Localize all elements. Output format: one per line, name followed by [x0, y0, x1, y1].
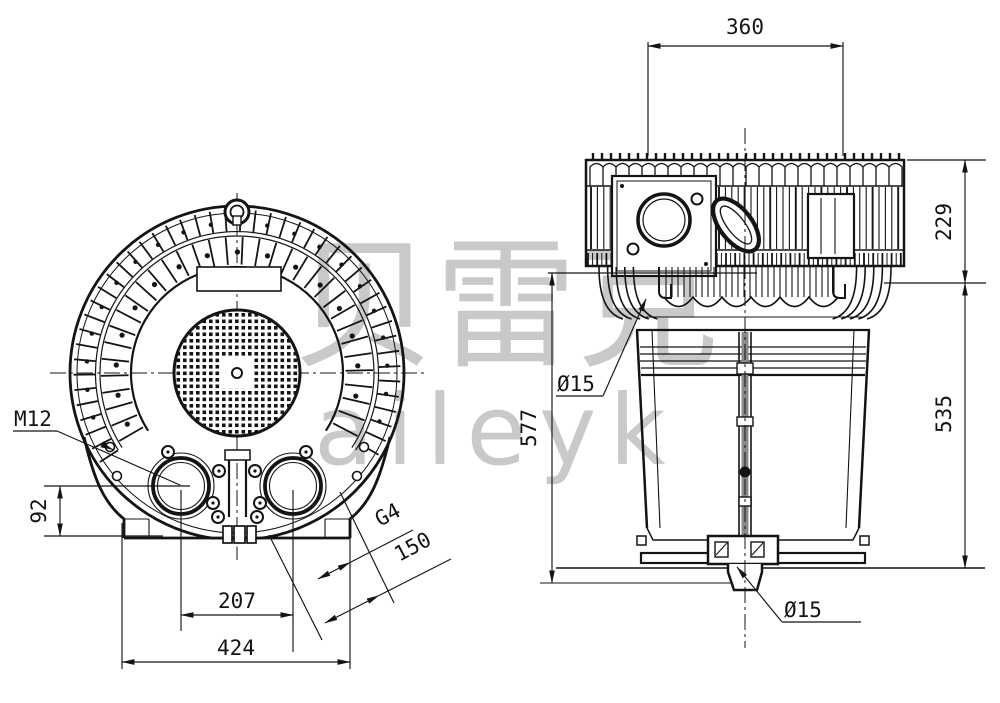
dim-label-port-center-to-base: 92 — [27, 498, 51, 523]
leader-foot-hole: Ø15 — [736, 566, 861, 623]
leader-m12: M12 — [13, 407, 181, 486]
dim-229: 229 — [884, 159, 986, 284]
dim-label-total-height: 577 — [517, 409, 541, 447]
dim-label-fan-housing-height: 229 — [932, 203, 956, 241]
nameplate — [196, 266, 282, 292]
dim-207: 207 — [180, 490, 294, 652]
dim-label-top-width: 360 — [726, 15, 764, 39]
boss — [111, 470, 123, 482]
dim-label-body-height: 535 — [932, 395, 956, 433]
dim-label-flange-hole: Ø15 — [557, 372, 595, 396]
body-left-edge — [635, 329, 649, 529]
side-view — [540, 128, 985, 648]
dim-label-overall-width: 424 — [217, 636, 255, 660]
fan-guard-fins — [73, 209, 401, 463]
foot-block — [706, 534, 780, 566]
dim-577: 577 — [517, 272, 757, 584]
leader-flange-hole: Ø15 — [556, 298, 647, 397]
housing-right-edge — [348, 436, 392, 538]
dim-424: 424 — [121, 519, 351, 669]
inlet-flange-plate — [610, 174, 718, 278]
boss — [351, 470, 363, 482]
dim-label-port-spacing: 207 — [218, 589, 256, 613]
flange-bolt — [690, 192, 704, 206]
flange-bolts — [161, 445, 313, 524]
housing-left-edge — [82, 436, 126, 538]
center-bracket — [224, 449, 251, 461]
boss — [358, 441, 370, 453]
body-right-edge — [857, 329, 871, 529]
flange-bolt — [626, 242, 640, 256]
housing-skirt-fins — [598, 266, 892, 320]
dim-label-eyebolt-thread: M12 — [14, 407, 52, 431]
watermark-latin-text: aileyk — [314, 374, 679, 487]
dim-label-foot-hole: Ø15 — [784, 598, 822, 622]
shaft-center — [231, 367, 243, 379]
kidney-slot — [711, 196, 761, 254]
terminal-box — [806, 192, 856, 260]
front-view — [50, 193, 424, 562]
dim-535: 535 — [932, 282, 968, 569]
dim-label-port-thread: G4 — [371, 498, 405, 531]
dim-92: 92 — [27, 485, 190, 537]
inlet-port-hole — [636, 192, 692, 248]
dim-label-port-pitch: 150 — [390, 527, 435, 566]
dim-360: 360 — [647, 15, 844, 156]
dimensions: 360 229 535 577 — [13, 15, 986, 669]
